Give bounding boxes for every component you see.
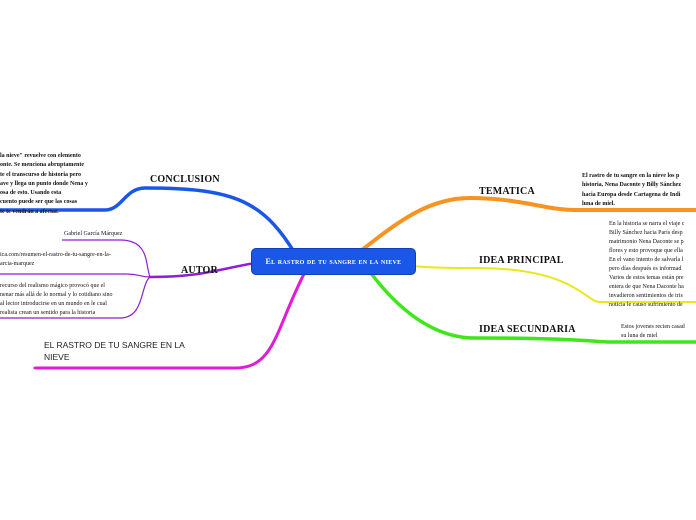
conclusion-line: te te vendrán a afectar. bbox=[0, 208, 59, 215]
idea-secundaria-title[interactable]: IDEA SECUNDARIA bbox=[479, 324, 576, 335]
autor-link-line: ica.com/resumen-el-rastro-de-tu-sangre-e… bbox=[0, 252, 111, 258]
conclusion-title[interactable]: CONCLUSION bbox=[150, 174, 220, 185]
tematica-title[interactable]: TEMATICA bbox=[479, 186, 535, 197]
idea-principal-title[interactable]: IDEA PRINCIPAL bbox=[479, 255, 564, 266]
connector-free-topic bbox=[33, 270, 307, 370]
idea-principal-text[interactable]: En la historia se narra el viaje c Billy… bbox=[609, 220, 684, 310]
autor-link-line: arcia-marquez bbox=[0, 261, 35, 267]
central-topic[interactable]: El rastro de tu sangre en la nieve bbox=[252, 249, 415, 274]
autor-text-line: realista crean un sentido para la histor… bbox=[0, 310, 96, 316]
idea-principal-line: Varios de estos temas están pre bbox=[609, 275, 684, 281]
conclusion-text[interactable]: la nieve" revuelve con elemento onte. Se… bbox=[0, 152, 88, 217]
idea-principal-line: entera de que Nena Daconte ha bbox=[609, 284, 684, 290]
idea-principal-line: En el vano intento de salvarla l bbox=[609, 257, 684, 263]
autor-text[interactable]: recurso del realismo mágico provocó que … bbox=[0, 282, 112, 318]
tematica-line: El rastro de tu sangre en la nieve los p bbox=[582, 173, 680, 179]
connector-autor-name bbox=[62, 239, 151, 278]
connector-autor-text bbox=[0, 276, 151, 319]
conclusion-line: la nieve" revuelve con elemento bbox=[0, 153, 81, 159]
idea-principal-line: flores y esto provoque que ella bbox=[609, 248, 683, 254]
idea-principal-line: matrimonio Nena Daconte se p bbox=[609, 239, 684, 245]
central-topic-label: El rastro de tu sangre en la nieve bbox=[265, 257, 402, 266]
idea-secundaria-text[interactable]: Estos jovenes recien casad su luna de mi… bbox=[621, 323, 685, 341]
idea-principal-line: En la historia se narra el viaje c bbox=[609, 221, 685, 227]
autor-title[interactable]: AUTOR bbox=[181, 265, 218, 276]
connector-idea-secundaria bbox=[368, 270, 696, 344]
connector-conclusion bbox=[0, 186, 302, 264]
conclusion-line: osa de esto. Usando esta bbox=[0, 190, 62, 197]
idea-principal-line: noticia le causo sufrimiento de bbox=[609, 302, 683, 308]
autor-text-line: al lector introducirse en un mundo en le… bbox=[0, 301, 107, 307]
conclusion-line: onte. Se menciona abruptamente bbox=[0, 162, 84, 169]
idea-secundaria-line: su luna de miel bbox=[621, 333, 658, 339]
autor-name[interactable]: Gabriel García Márquez bbox=[64, 231, 123, 237]
tematica-line: hacia Europa desde Cartagena de Indi bbox=[582, 191, 681, 198]
connector-tematica bbox=[360, 195, 696, 252]
free-topic-line: NIEVE bbox=[44, 352, 70, 362]
idea-secundaria-line: Estos jovenes recien casad bbox=[621, 324, 685, 330]
free-topic[interactable]: EL RASTRO DE TU SANGRE EN LA NIEVE bbox=[44, 339, 185, 363]
tematica-text[interactable]: El rastro de tu sangre en la nieve los p… bbox=[582, 172, 681, 209]
autor-text-line: nenar más allá de lo normal y lo cotidia… bbox=[0, 292, 113, 298]
free-topic-line: EL RASTRO DE TU SANGRE EN LA bbox=[44, 340, 185, 350]
idea-principal-line: invadieron sentimientos de tris bbox=[609, 293, 683, 299]
idea-principal-line: Billy Sánchez hacia París desp bbox=[609, 230, 683, 236]
tematica-line: historia, Nena Daconte y Billy Sánchez bbox=[582, 182, 681, 189]
autor-text-line: recurso del realismo mágico provocó que … bbox=[0, 283, 105, 289]
connector-autor bbox=[148, 261, 257, 279]
conclusion-line: ave y llega un punto donde Nena y bbox=[0, 180, 88, 187]
connector-autor-link bbox=[0, 273, 151, 278]
autor-link[interactable]: ica.com/resumen-el-rastro-de-tu-sangre-e… bbox=[0, 251, 111, 269]
conclusion-line: cuento puede ser que las cosas bbox=[0, 199, 78, 206]
conclusion-line: te el transcurso de historia pero bbox=[0, 171, 82, 178]
tematica-line: luna de miel. bbox=[582, 200, 615, 207]
idea-principal-line: pero días después es informad bbox=[609, 266, 682, 272]
connector-idea-principal bbox=[387, 262, 696, 303]
